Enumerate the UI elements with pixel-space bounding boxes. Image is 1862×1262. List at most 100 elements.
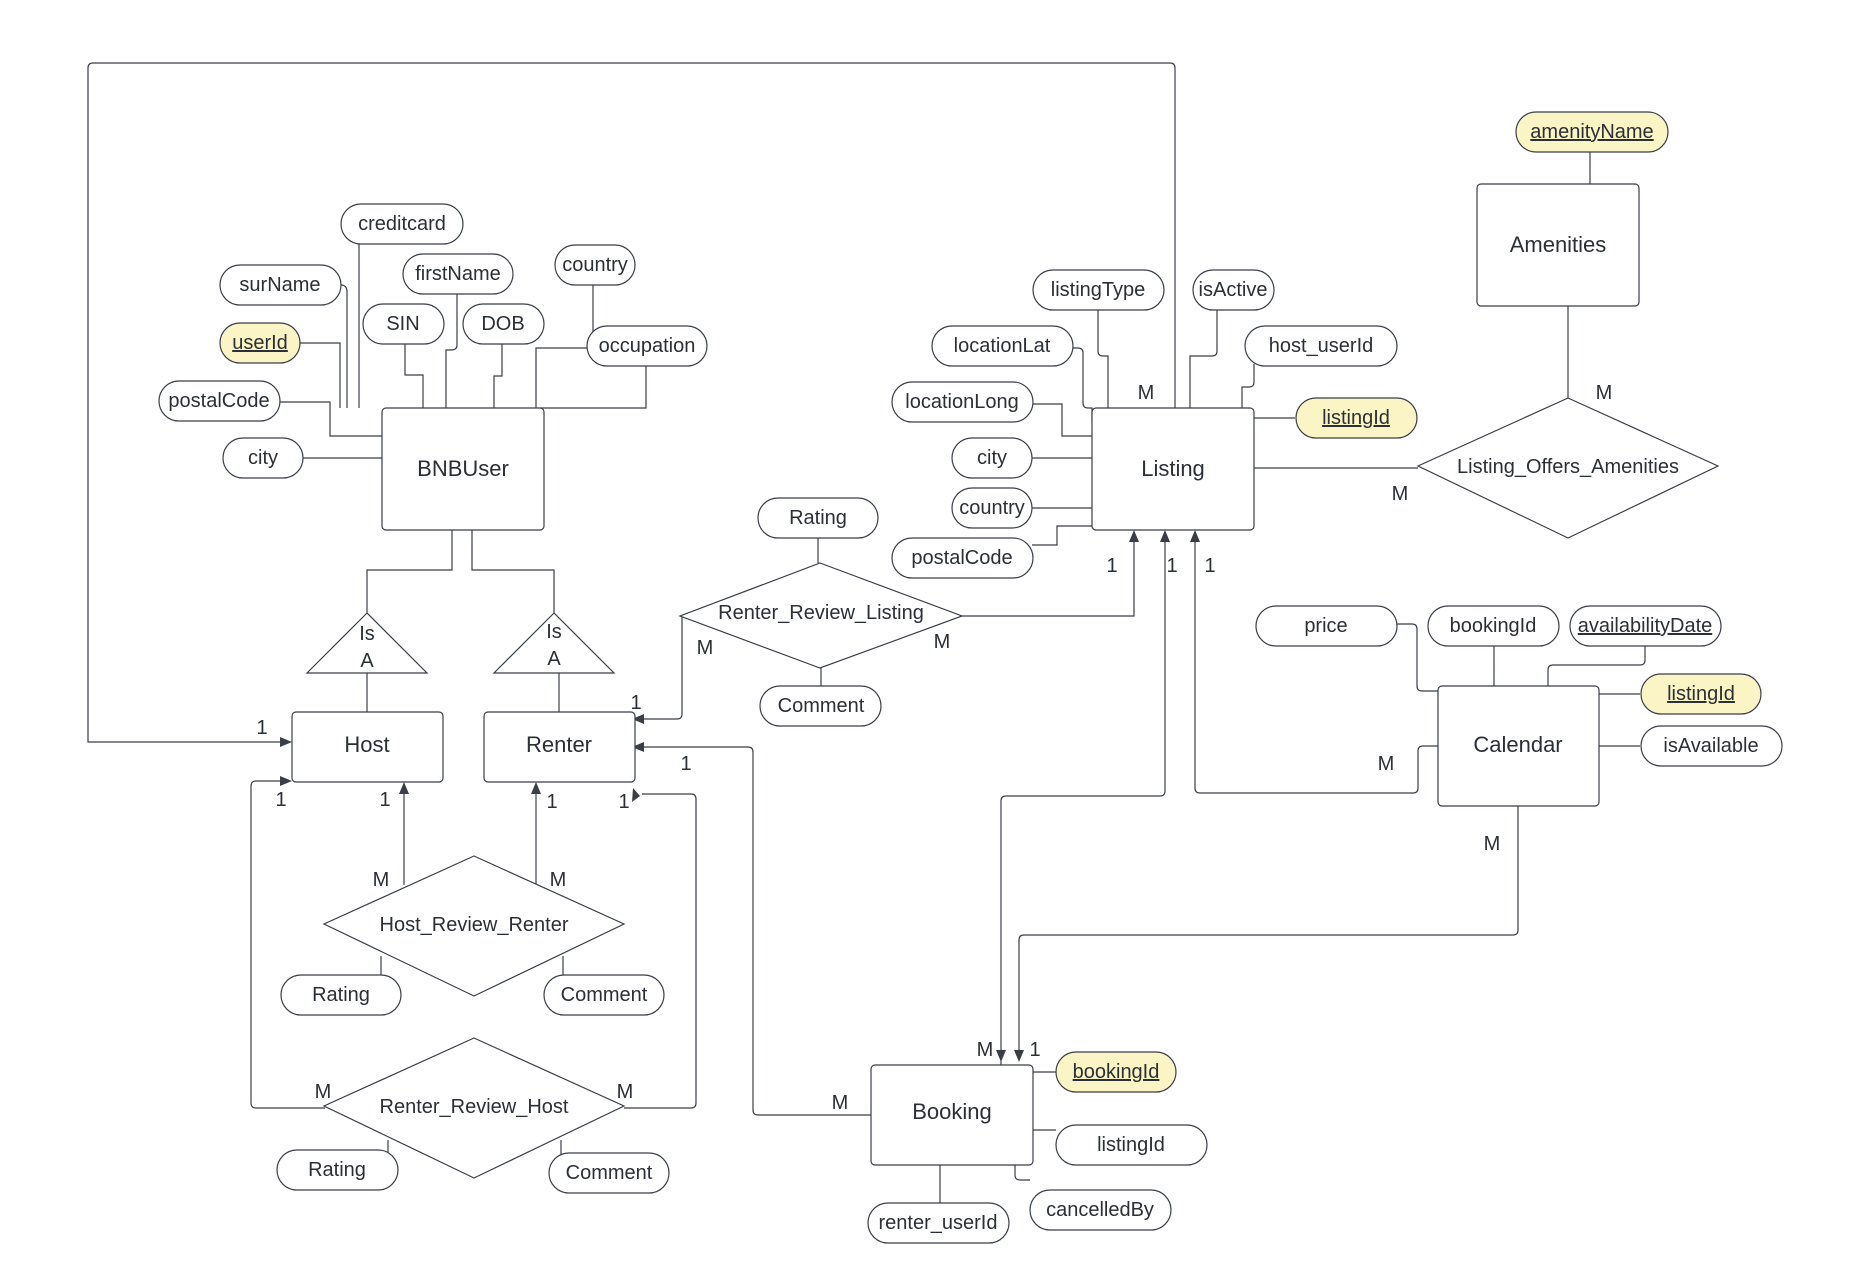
attr-city-l-label: city [977,447,1007,469]
rel-renter-review-host[interactable]: Renter_Review_Host [322,1037,626,1179]
wire-userid [300,342,341,408]
attr-hrr-rating: Rating [280,974,402,1016]
arrow-into-booking-top-left [996,1050,1006,1062]
attr-bookingid-c: bookingId [1427,605,1560,647]
arrow-into-listing-3 [1190,530,1200,542]
attr-userid: userId [219,322,301,364]
attr-sin: SIN [362,303,445,345]
rel-renter-review-listing-label: Renter_Review_Listing [718,602,924,624]
attr-userid-label: userId [232,332,288,354]
wire-country-u [535,285,594,408]
attr-host-userid: host_userId [1244,325,1398,367]
arrow-into-host-bottom [399,782,409,794]
entity-bnbuser[interactable]: BNBUser [381,407,545,531]
isa-renter-line2: A [547,648,561,670]
wire-surname [340,284,348,408]
wire-rrl-listing [962,532,1135,617]
rel-renter-review-host-label: Renter_Review_Host [380,1096,569,1118]
card-loa-amenities: M [1596,382,1613,404]
attr-isavailable-label: isAvailable [1663,735,1758,757]
attr-locationlat: locationLat [931,325,1074,367]
wire-bnb-isa2 [471,529,555,613]
wire-occupation [540,364,647,409]
entity-amenities[interactable]: Amenities [1476,183,1640,307]
card-listing-top: M [1138,382,1155,404]
wire-booking-renter [636,746,871,1116]
card-listing-1b: 1 [1166,555,1177,577]
connectors [87,62,1646,1208]
arrow-into-listing-2 [1160,530,1170,542]
rel-host-review-renter-label: Host_Review_Renter [380,914,569,936]
attr-rrh-rating: Rating [276,1149,399,1191]
attr-renter-userid-label: renter_userId [879,1212,998,1234]
card-renter-bottom-right: 1 [618,791,629,813]
card-rrh-right: M [617,1081,634,1103]
entity-bnbuser-label: BNBUser [417,456,509,481]
attr-firstname: firstName [402,253,514,295]
card-calendar-bottom: M [1484,833,1501,855]
attr-renter-userid: renter_userId [867,1202,1010,1244]
entity-calendar[interactable]: Calendar [1437,685,1600,807]
entity-listing[interactable]: Listing [1091,407,1255,531]
attr-city-u: city [222,437,304,479]
wire-booking-listing [1000,532,1166,1065]
rel-listing-offers-amenities[interactable]: Listing_Offers_Amenities [1416,397,1720,539]
arrow-into-host-lower-left [280,776,292,786]
attr-postalcode-u-label: postalCode [168,390,269,412]
card-renter-top: 1 [630,692,641,714]
card-booking-m: M [977,1039,994,1061]
attr-listingid-l-label: listingId [1322,407,1390,429]
attr-locationlat-label: locationLat [954,335,1051,357]
isa-host-line1: Is [359,623,375,645]
attr-listingtype: listingType [1032,269,1165,311]
attr-city-l: city [951,437,1033,479]
entity-renter[interactable]: Renter [483,711,636,783]
attr-postalcode-l-label: postalCode [911,547,1012,569]
attr-country-l: country [951,487,1033,529]
arrowheads [280,530,1200,1062]
attr-listingtype-label: listingType [1051,279,1146,301]
wire-locationlat [1073,347,1093,422]
rel-host-review-renter[interactable]: Host_Review_Renter [322,855,626,997]
entity-host[interactable]: Host [291,711,444,783]
attr-rrh-comment: Comment [548,1152,670,1194]
wire-listing-host [87,62,1176,743]
attr-price-label: price [1304,615,1347,637]
card-hrr-host: M [373,869,390,891]
card-rrl-left: M [697,637,714,659]
arrow-into-renter-bottom [531,782,541,794]
attr-rrh-rating-label: Rating [308,1159,366,1181]
wire-dob [493,344,503,408]
wire-rrh-host [250,780,325,1109]
attr-rrl-rating-label: Rating [789,507,847,529]
isa-renter: Is A [492,612,616,674]
wire-locationlong [1029,403,1092,437]
rel-renter-review-listing[interactable]: Renter_Review_Listing [678,562,964,669]
wire-rrl-renter [636,616,683,720]
attr-firstname-label: firstName [415,263,501,285]
attr-city-u-label: city [248,447,278,469]
wire-host-userid [1241,364,1255,408]
wire-availability [1547,646,1646,686]
card-booking-renter: M [832,1092,849,1114]
attr-dob-label: DOB [481,313,524,335]
rel-listing-offers-amenities-label: Listing_Offers_Amenities [1457,456,1679,478]
card-rrl-right: M [934,631,951,653]
attr-hrr-comment: Comment [543,974,665,1016]
attr-listingid-b: listingId [1055,1124,1208,1166]
attr-cancelledby: cancelledBy [1029,1189,1172,1231]
entity-amenities-label: Amenities [1510,232,1607,257]
card-host-left: 1 [256,717,267,739]
entity-listing-label: Listing [1141,456,1205,481]
wire-listingtype [1097,310,1109,408]
attr-country-u: country [554,244,636,286]
attr-creditcard-label: creditcard [358,213,446,235]
entity-booking[interactable]: Booking [870,1064,1034,1166]
arrow-into-renter-corner [632,788,640,802]
card-renter-right: 1 [680,753,691,775]
attr-sin-label: SIN [386,313,419,335]
attr-dob: DOB [462,303,545,345]
attr-occupation-label: occupation [599,335,696,357]
card-host-bottom-left: 1 [275,789,286,811]
